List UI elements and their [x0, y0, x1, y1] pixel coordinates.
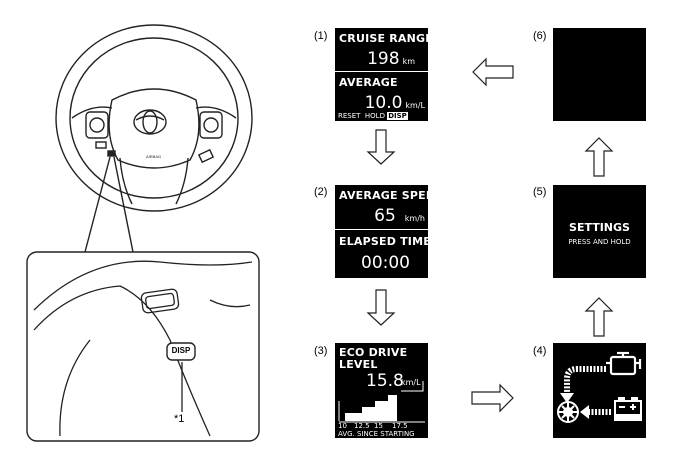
- screen-energy-monitor: [553, 343, 646, 438]
- step-2-label: (2): [314, 186, 328, 198]
- eco-drive-footer: AVG. SINCE STARTING: [338, 430, 415, 438]
- callout-ref-label: *1: [174, 413, 185, 425]
- eco-drive-label-2: LEVEL: [339, 358, 378, 371]
- eco-tick-3: 15: [374, 422, 383, 430]
- screen-blank: [553, 28, 646, 121]
- arrow-left-6-1: [472, 57, 514, 87]
- arrow-up-5-6: [584, 137, 614, 177]
- steering-wheel-illustration: AIRBAG: [26, 24, 260, 442]
- settings-title: SETTINGS: [569, 221, 630, 234]
- average-label: AVERAGE: [339, 76, 398, 89]
- step-6-label: (6): [533, 30, 547, 42]
- battery-icon: [614, 397, 642, 421]
- step-3-label: (3): [314, 345, 328, 357]
- elapsed-time-value: 00:00: [361, 253, 410, 273]
- eco-tick-4: 17.5: [392, 422, 408, 430]
- engine-icon: [606, 351, 642, 376]
- eco-drive-value: 15.8: [366, 371, 404, 391]
- step-1-label: (1): [314, 30, 328, 42]
- cruise-range-label: CRUISE RANGE: [339, 32, 428, 45]
- screen1-footer: RESET HOLD DISP: [338, 112, 408, 120]
- eco-tick-2: 12.5: [354, 422, 370, 430]
- wheel-icon: [557, 401, 579, 423]
- arrow-right-3-4: [471, 383, 514, 413]
- elapsed-time-label: ELAPSED TIME: [339, 235, 428, 248]
- average-speed-label: AVERAGE SPEED: [339, 189, 428, 202]
- arrow-down-1-2: [366, 129, 396, 165]
- screen-settings: SETTINGS PRESS AND HOLD: [553, 185, 646, 278]
- screen-eco-drive-level: ECO DRIVE LEVEL 15.8 km/L 10 12.5 15 17.…: [335, 343, 428, 438]
- disp-button-label: DISP: [171, 346, 191, 355]
- eco-drive-unit: km/L: [401, 378, 421, 387]
- step-5-label: (5): [533, 186, 547, 198]
- step-4-label: (4): [533, 345, 547, 357]
- arrow-down-2-3: [366, 289, 396, 326]
- eco-drive-level-graph: [338, 381, 425, 423]
- svg-text:AIRBAG: AIRBAG: [146, 154, 161, 159]
- power-flow-arrow-icon: [564, 366, 606, 395]
- eco-tick-1: 10: [338, 422, 347, 430]
- settings-subtitle: PRESS AND HOLD: [568, 238, 631, 246]
- arrow-up-4-5: [584, 297, 614, 337]
- eco-drive-label-1: ECO DRIVE: [339, 346, 408, 359]
